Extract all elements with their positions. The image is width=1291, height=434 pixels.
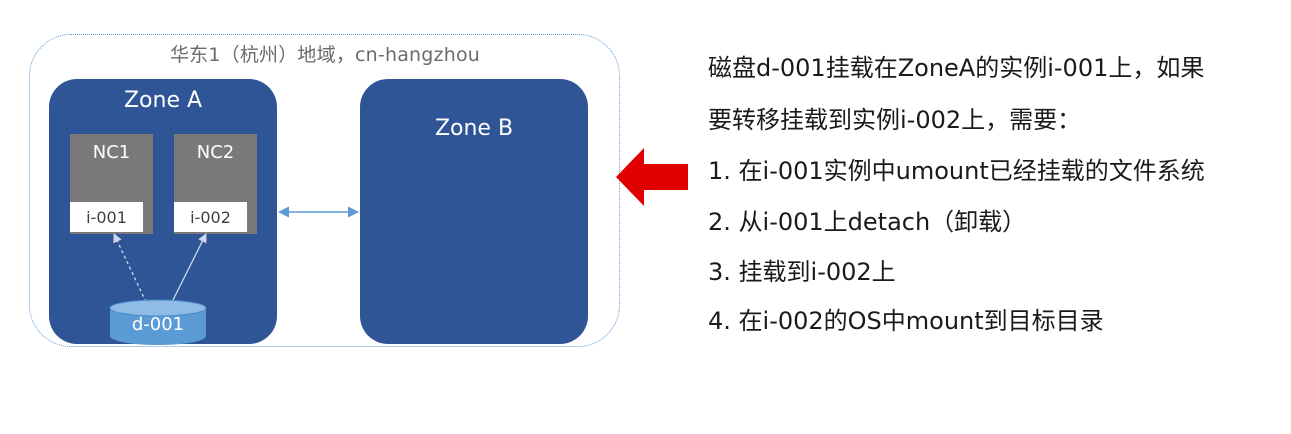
zone-b: Zone B	[360, 79, 588, 344]
disk-to-i-002-connector	[171, 233, 207, 303]
instance-i-001: i-001	[70, 202, 143, 232]
region-boundary	[29, 34, 620, 347]
zone-a-label: Zone A	[123, 88, 203, 113]
red-arrow-icon	[616, 148, 688, 206]
disk-label: d-001	[131, 314, 185, 335]
intro-line-2: 要转移挂载到实例i-002上，需要：	[708, 106, 1082, 134]
disk-to-i-001-connector	[113, 233, 147, 303]
step-4: 4. 在i-002的OS中mount到目标目录	[708, 307, 1104, 335]
step-3: 3. 挂载到i-002上	[708, 258, 896, 286]
step-1: 1. 在i-001实例中umount已经挂载的文件系统	[708, 157, 1205, 185]
intro-line-1: 磁盘d-001挂载在ZoneA的实例i-001上，如果	[708, 54, 1205, 82]
node-nc2-label: NC2	[196, 142, 235, 163]
region-title: 华东1（杭州）地域，cn-hangzhou	[169, 44, 481, 66]
disk-cylinder-icon	[109, 299, 207, 345]
zone-b-label: Zone B	[434, 116, 514, 141]
node-nc1-label: NC1	[92, 142, 131, 163]
step-2: 2. 从i-001上detach（卸载）	[708, 208, 1027, 236]
instance-i-002: i-002	[174, 202, 247, 232]
